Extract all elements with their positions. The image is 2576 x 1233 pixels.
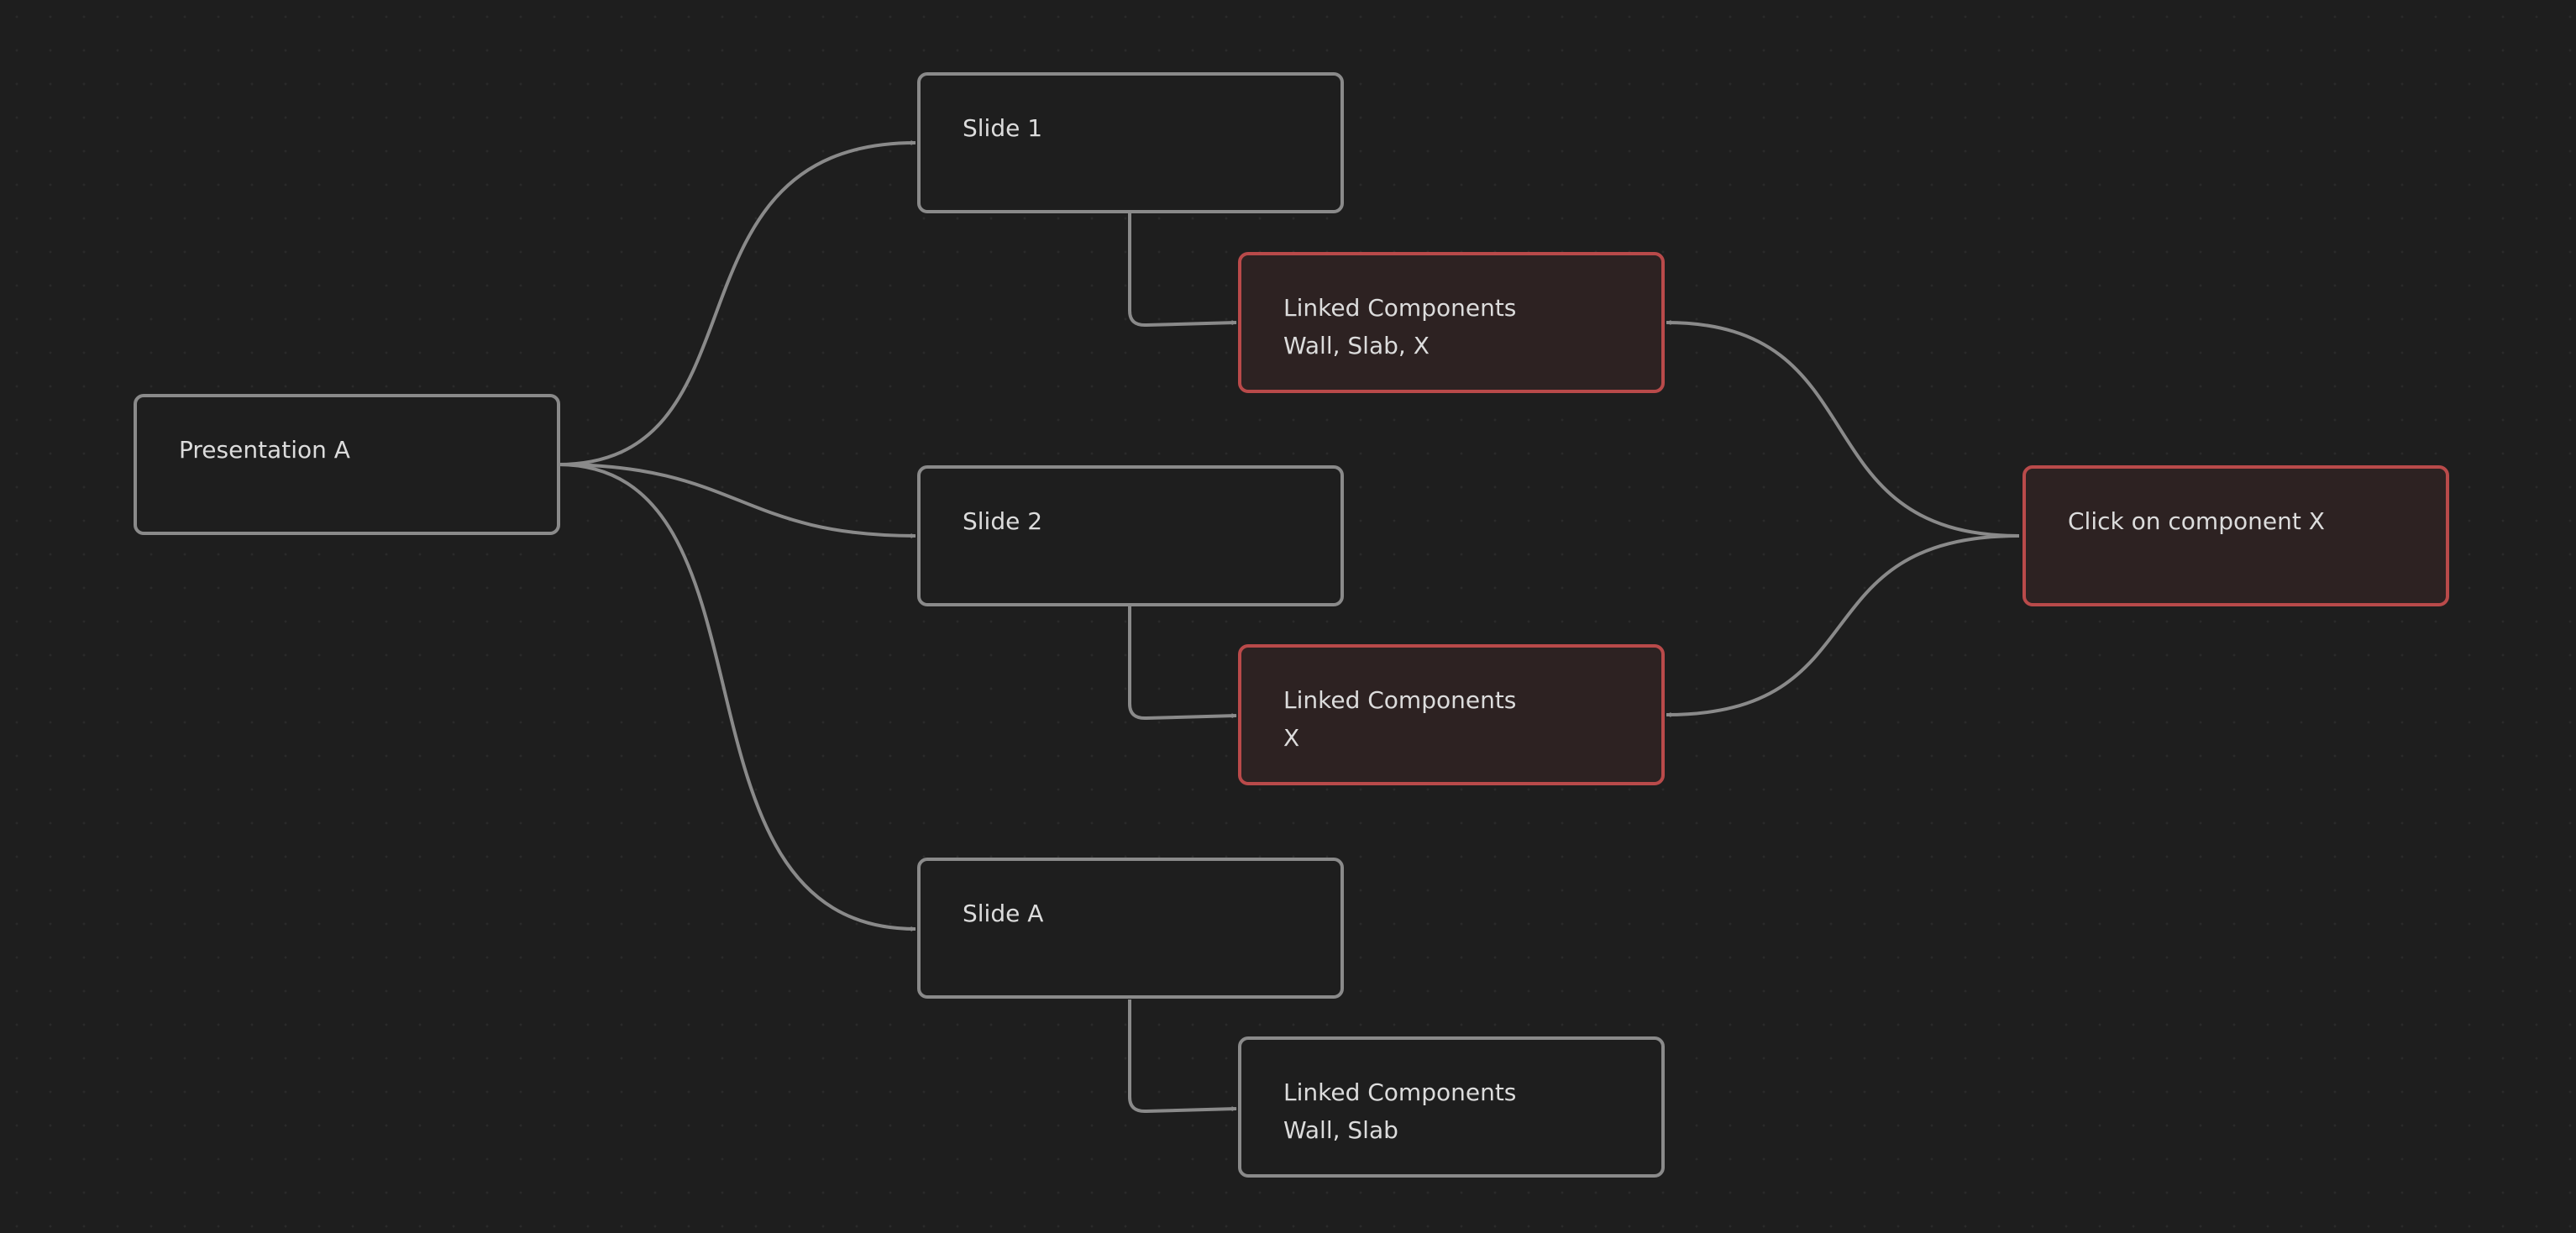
edge-slide2-linked2 — [1128, 606, 1237, 721]
node-linked-components-2[interactable]: Linked Components X — [1238, 644, 1665, 785]
node-subtitle: X — [1283, 724, 1300, 752]
node-title: Linked Components — [1283, 686, 1517, 714]
node-linked-components-1[interactable]: Linked Components Wall, Slab, X — [1238, 252, 1665, 393]
edge-presentation-slide1 — [557, 140, 916, 466]
node-slide-2[interactable]: Slide 2 — [917, 465, 1344, 606]
node-presentation-a[interactable]: Presentation A — [134, 394, 560, 535]
node-slide-1[interactable]: Slide 1 — [917, 72, 1344, 213]
edge-slideA-linked3 — [1128, 1000, 1237, 1114]
node-click-on-component-x[interactable]: Click on component X — [2023, 465, 2449, 606]
edge-click-linked2 — [1666, 534, 2020, 717]
node-linked-components-3[interactable]: Linked Components Wall, Slab — [1238, 1036, 1665, 1178]
node-title: Slide 2 — [963, 507, 1043, 535]
edge-slide1-linked1 — [1128, 213, 1237, 328]
node-title: Click on component X — [2068, 507, 2325, 535]
edge-click-linked1 — [1666, 320, 2020, 538]
node-title: Slide 1 — [963, 114, 1043, 142]
node-title: Linked Components — [1283, 294, 1517, 322]
node-subtitle: Wall, Slab, X — [1283, 332, 1430, 359]
edge-presentation-slide2 — [557, 463, 916, 538]
node-title: Linked Components — [1283, 1078, 1517, 1106]
node-slide-a[interactable]: Slide A — [917, 858, 1344, 999]
edge-presentation-slideA — [557, 463, 916, 931]
node-subtitle: Wall, Slab — [1283, 1116, 1398, 1144]
node-title: Presentation A — [179, 436, 350, 464]
node-title: Slide A — [963, 900, 1044, 927]
